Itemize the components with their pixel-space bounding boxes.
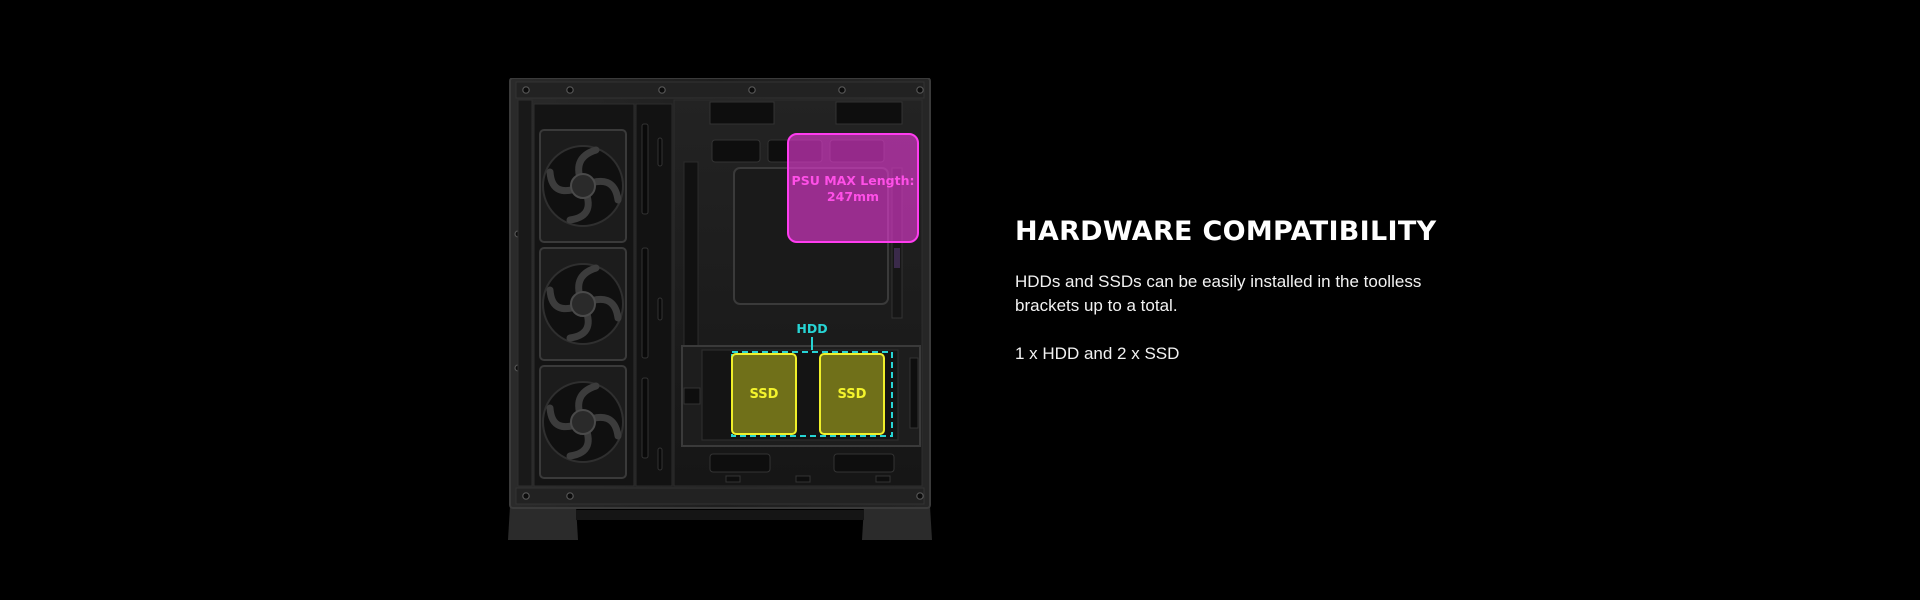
drive-capacity-spec: 1 x HDD and 2 x SSD (1015, 344, 1180, 363)
case-foot-right (862, 506, 932, 540)
psu-label-line2: 247mm (827, 189, 879, 204)
hardware-compatibility-panel: HARDWARE COMPATIBILITY HDDs and SSDs can… (1015, 214, 1455, 366)
case-fan-icon (539, 365, 627, 479)
case-foot-left (508, 506, 578, 540)
pc-case-illustration: PSU MAX Length: 247mm HDD SSD SSD (506, 78, 934, 540)
ssd-label-right: SSD (838, 387, 867, 402)
case-bottom-bar (576, 510, 864, 520)
ssd-slot-left-callout: SSD (731, 353, 797, 435)
side-grommet (683, 161, 699, 373)
cable-management-column (635, 103, 673, 487)
case-bottom-rail (515, 487, 925, 505)
case-fan-icon (539, 247, 627, 361)
cable-tie-slots (641, 123, 663, 471)
bottom-slots (709, 453, 895, 483)
case-top-rail (515, 81, 925, 99)
rear-port (894, 248, 900, 268)
psu-label-line1: PSU MAX Length: (792, 173, 915, 188)
section-title: HARDWARE COMPATIBILITY (1015, 216, 1437, 247)
psu-length-callout: PSU MAX Length: 247mm (787, 133, 919, 243)
ssd-label-left: SSD (750, 387, 779, 402)
ssd-slot-right-callout: SSD (819, 353, 885, 435)
case-fan-icon (539, 129, 627, 243)
section-description: HDDs and SSDs can be easily installed in… (1015, 272, 1422, 315)
shroud-edge (909, 357, 919, 429)
front-frame-column (517, 99, 533, 487)
shroud-cutout (683, 387, 701, 405)
hdd-label: HDD (796, 321, 827, 336)
pc-case-rear-view: PSU MAX Length: 247mm HDD SSD SSD (508, 78, 932, 540)
